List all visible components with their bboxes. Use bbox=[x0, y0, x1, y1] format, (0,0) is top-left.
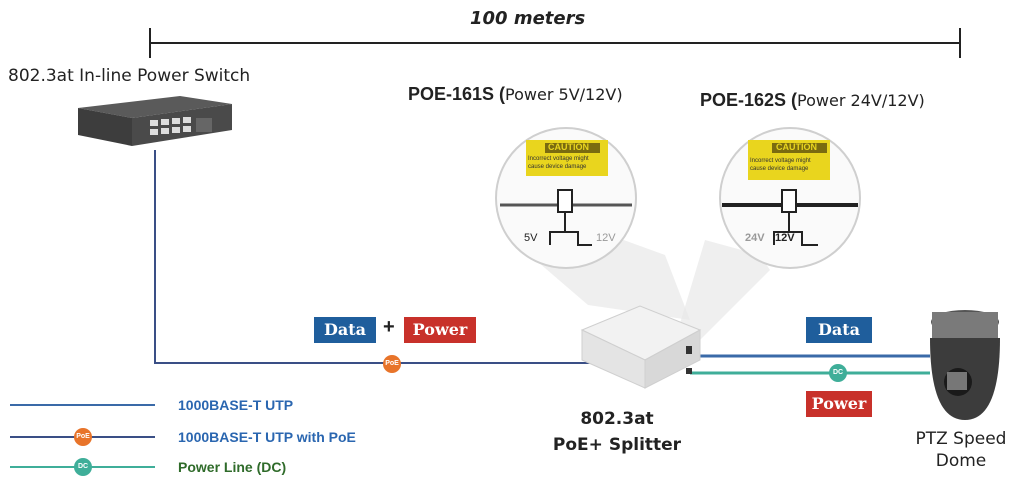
ptz-label-line: Dome bbox=[935, 451, 987, 471]
power-tag-right: Power bbox=[806, 391, 872, 417]
poe-splitter-device bbox=[580, 305, 702, 389]
poe-switch-device bbox=[78, 96, 232, 146]
model-name: POE-161S bbox=[408, 84, 495, 104]
ptz-label: PTZ Speed Dome bbox=[906, 428, 1016, 472]
legend-dc-badge: DC bbox=[74, 458, 92, 476]
caution-line: cause device damage bbox=[750, 166, 809, 172]
voltage-12v-162s: 12V bbox=[775, 232, 795, 244]
voltage-24v: 24V bbox=[745, 232, 765, 244]
distance-label: 100 meters bbox=[470, 8, 586, 29]
voltage-12v-161s: 12V bbox=[596, 232, 616, 244]
splitter-label: 802.3at PoE+ Splitter bbox=[552, 406, 682, 458]
dc-badge: DC bbox=[829, 364, 847, 382]
legend-poe-badge: PoE bbox=[74, 428, 92, 446]
caution-line: cause device damage bbox=[528, 164, 587, 170]
power-tag-left: Power bbox=[404, 317, 476, 343]
model-paren: ( bbox=[494, 84, 506, 104]
model-detail: Power 24V/12V) bbox=[797, 91, 925, 110]
model-name: POE-162S bbox=[700, 90, 787, 110]
poe-badge: PoE bbox=[383, 355, 401, 373]
caution-text-162s: Incorrect voltage might cause device dama… bbox=[750, 157, 811, 173]
model-label-162s: POE-162S (Power 24V/12V) bbox=[700, 90, 925, 111]
model-detail: Power 5V/12V) bbox=[505, 85, 623, 104]
model-paren: ( bbox=[786, 90, 798, 110]
splitter-label-line: PoE+ Splitter bbox=[552, 435, 682, 455]
caution-zoom-162s bbox=[719, 127, 861, 269]
plus-sign: + bbox=[383, 316, 395, 338]
ptz-camera-device bbox=[930, 310, 1000, 420]
poe-cable bbox=[154, 150, 610, 364]
caution-line: Incorrect voltage might bbox=[750, 158, 811, 164]
model-label-161s: POE-161S (Power 5V/12V) bbox=[408, 84, 623, 105]
caution-zoom-161s bbox=[495, 127, 637, 269]
caution-title-162s: CAUTION bbox=[776, 142, 817, 152]
caution-text-161s: Incorrect voltage might cause device dama… bbox=[528, 155, 589, 171]
switch-label: 802.3at In-line Power Switch bbox=[8, 66, 251, 86]
data-tag-right: Data bbox=[806, 317, 872, 343]
ptz-label-line: PTZ Speed bbox=[915, 429, 1007, 449]
caution-line: Incorrect voltage might bbox=[528, 156, 589, 162]
zoom-beam-right bbox=[678, 240, 770, 340]
legend-utp-poe: 1000BASE-T UTP with PoE bbox=[178, 429, 356, 445]
data-tag-left: Data bbox=[314, 317, 376, 343]
voltage-5v: 5V bbox=[524, 232, 538, 244]
legend-dc: Power Line (DC) bbox=[178, 459, 287, 475]
splitter-label-line: 802.3at bbox=[580, 409, 654, 429]
caution-title-161s: CAUTION bbox=[548, 142, 589, 152]
distance-measure bbox=[149, 28, 961, 58]
legend-utp: 1000BASE-T UTP bbox=[178, 397, 294, 413]
